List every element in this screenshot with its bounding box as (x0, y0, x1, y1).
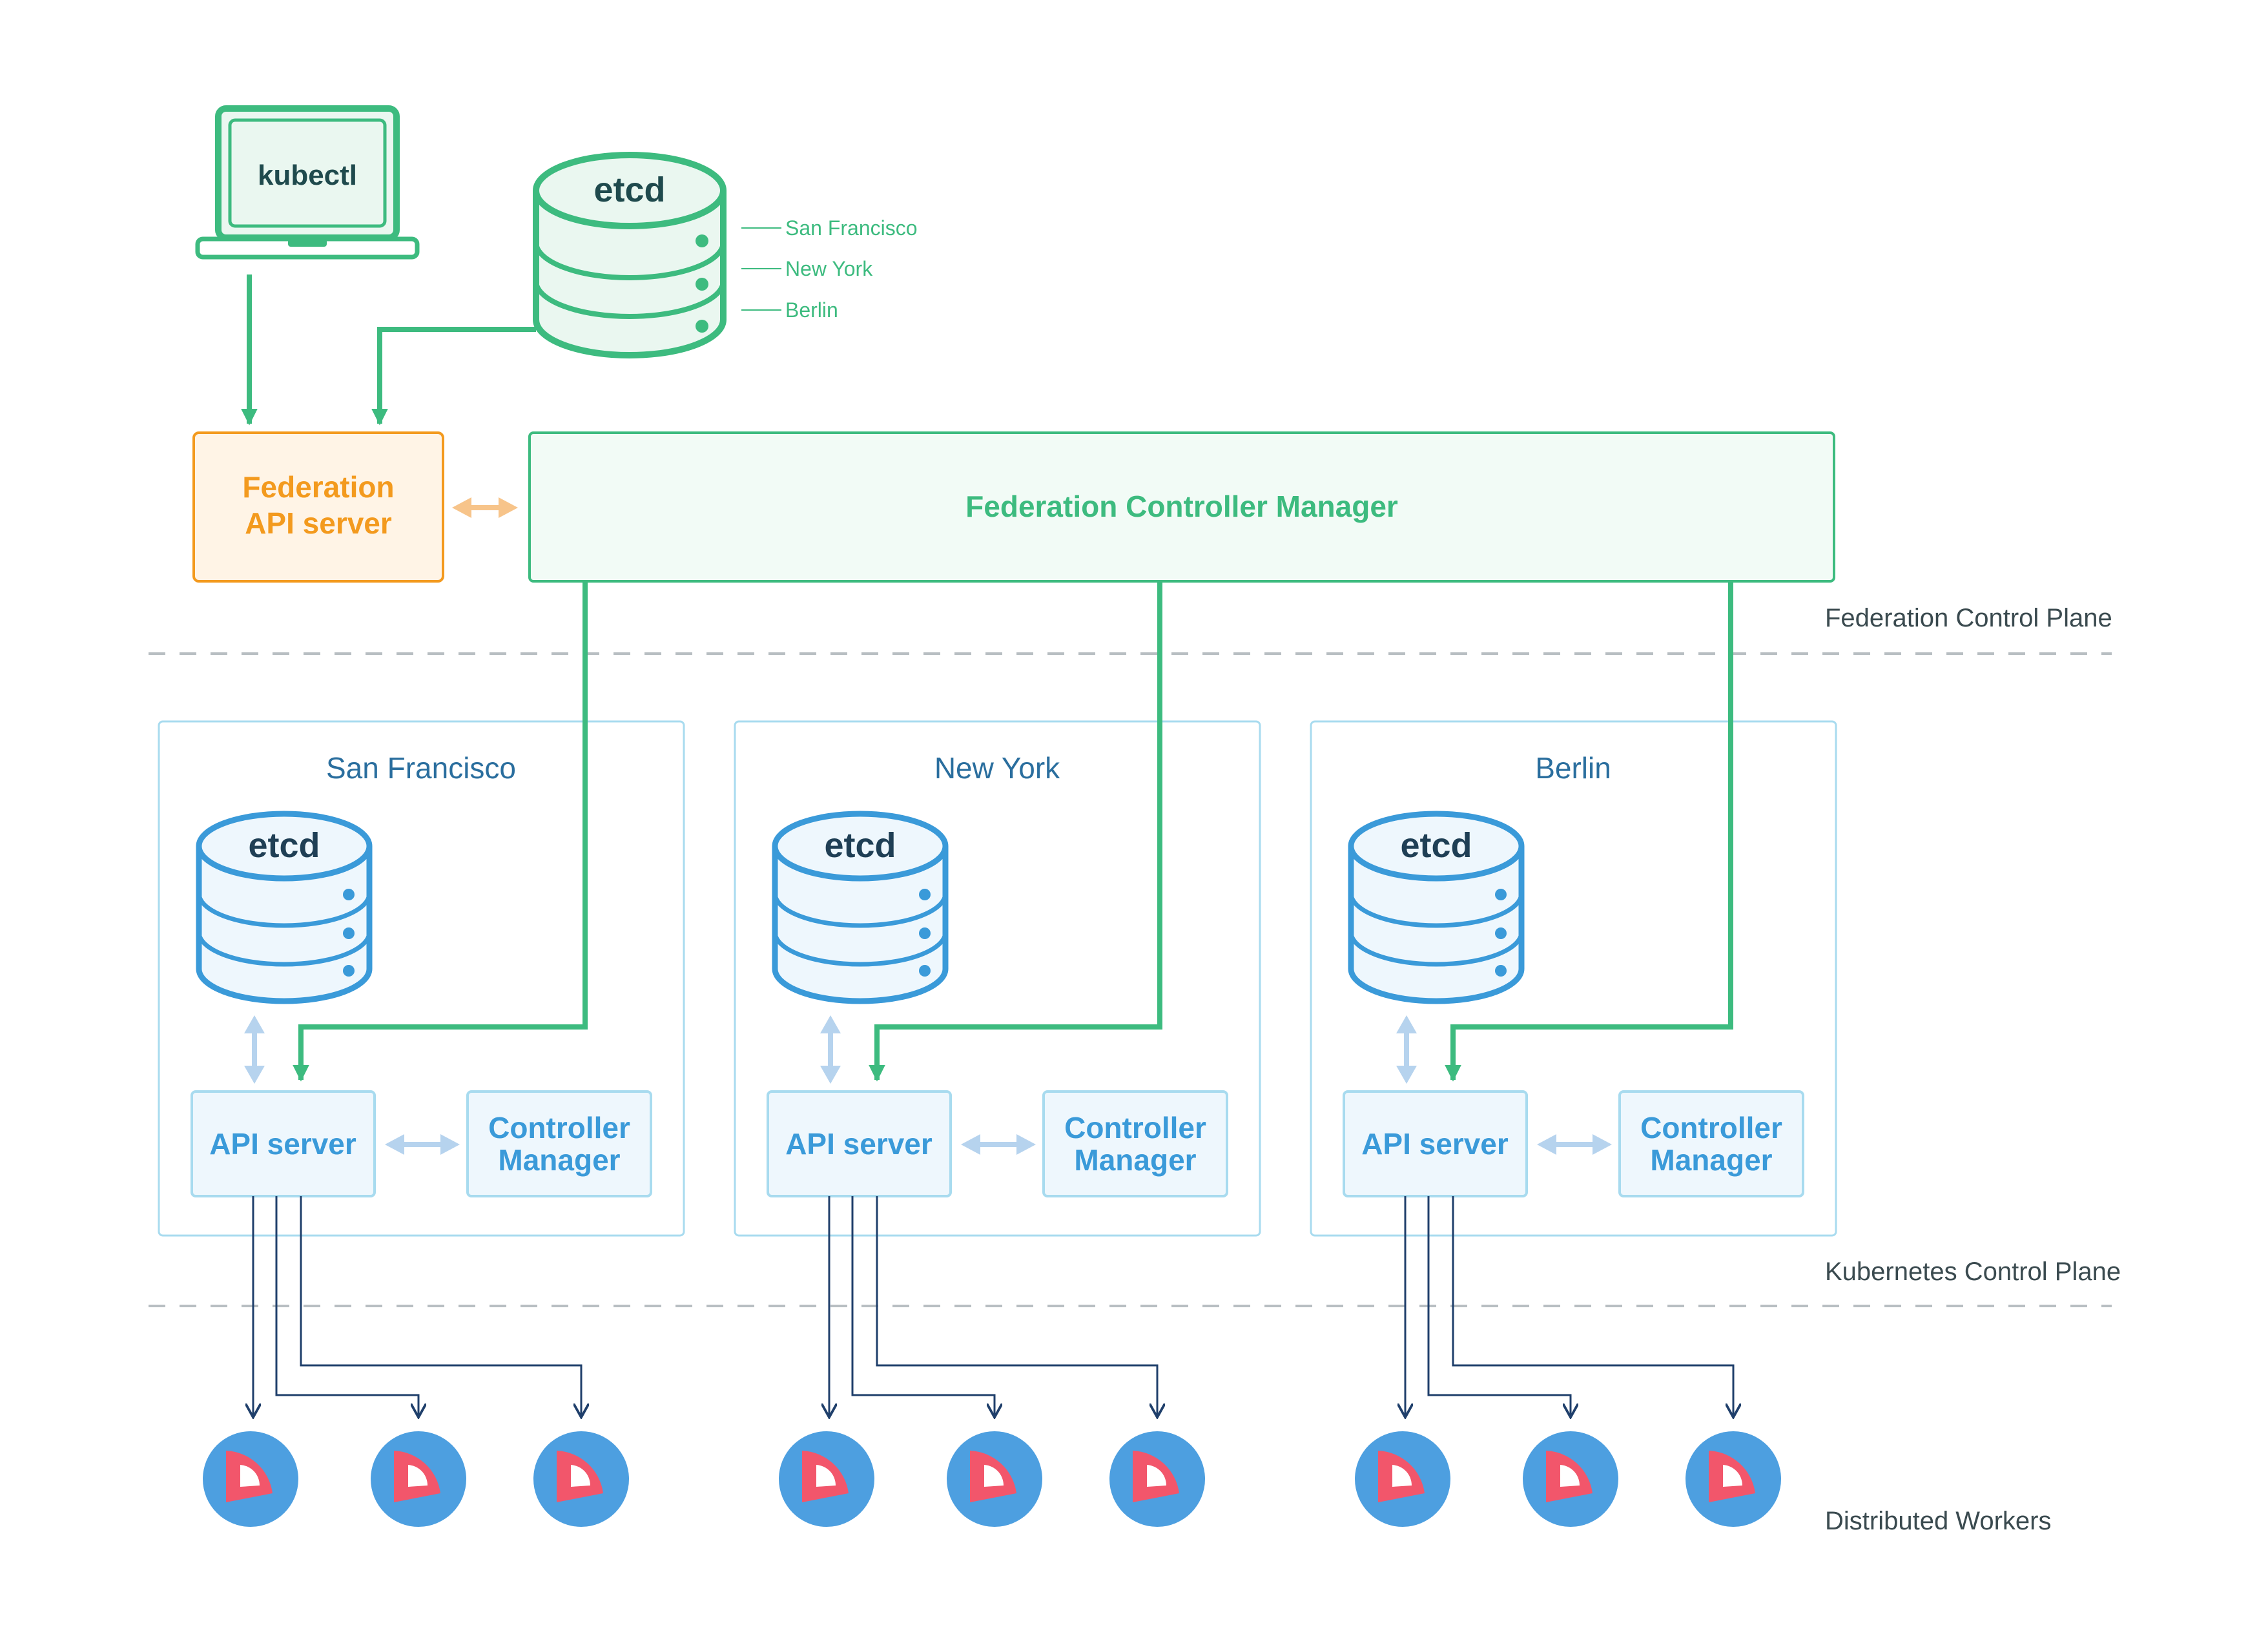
api-to-worker-connector (1452, 1196, 1733, 1416)
database-icon (1348, 811, 1525, 1004)
fcm-to-api-connector (293, 581, 588, 1082)
federation-api-server-line1: Federation (242, 470, 394, 504)
worker-node-icon (371, 1431, 466, 1527)
cluster-controller-manager-line2: Manager (498, 1143, 620, 1177)
kubectl-laptop: kubectl (195, 105, 420, 260)
cluster-etcd-label: etcd (248, 826, 320, 865)
cluster-api-server-box (191, 1090, 376, 1197)
cluster-api-server-box (1343, 1090, 1528, 1197)
federation-api-server: Federation API server (192, 431, 444, 583)
worker-node-icon (203, 1431, 298, 1527)
cluster-title: New York (934, 751, 1060, 785)
cluster-controller-manager-box (1618, 1090, 1804, 1197)
federation-controller-manager-label: Federation Controller Manager (965, 490, 1398, 523)
worker-node-icon (779, 1431, 874, 1527)
worker-node-icon (533, 1431, 629, 1527)
cluster-etcd-label: etcd (824, 826, 896, 865)
worker-node-icon (1523, 1431, 1618, 1527)
cluster-controller-manager-line2: Manager (1650, 1143, 1772, 1177)
etcd-location-list: San Francisco New York Berlin (741, 216, 918, 322)
kubectl-label: kubectl (258, 160, 357, 191)
cluster-title: Berlin (1535, 751, 1611, 785)
federation-control-plane-label: Federation Control Plane (1825, 604, 2112, 632)
worker-node-icon (1355, 1431, 1450, 1527)
cluster-api-server-label: API server (1361, 1127, 1509, 1161)
api-to-worker-connector (1427, 1196, 1571, 1416)
federation-input-connectors (241, 274, 536, 426)
api-to-worker-connector (876, 1196, 1157, 1416)
etcd-location-berlin: Berlin (785, 298, 838, 322)
cluster-controller-manager-box (466, 1090, 652, 1197)
api-to-worker-connector (851, 1196, 995, 1416)
cluster-api-server-box (767, 1090, 952, 1197)
laptop-icon (195, 105, 420, 260)
etcd-api-connector (820, 1015, 841, 1084)
database-icon (772, 811, 949, 1004)
cluster-api-server-label: API server (785, 1127, 933, 1161)
fcm-to-api-connector (869, 581, 1162, 1082)
federation-api-server-line2: API server (245, 506, 392, 540)
federation-api-fcm-connector (452, 497, 518, 518)
cluster-controller-manager-line2: Manager (1074, 1143, 1196, 1177)
fcm-to-api-connector (1445, 581, 1733, 1082)
api-to-worker-connector (300, 1196, 581, 1416)
api-cm-connector (961, 1134, 1036, 1155)
worker-node-icon (947, 1431, 1042, 1527)
database-icon (533, 152, 727, 358)
cluster-etcd-label: etcd (1400, 826, 1472, 865)
federation-etcd-label: etcd (593, 171, 665, 209)
etcd-api-connector (1396, 1015, 1417, 1084)
worker-node-icon (1686, 1431, 1781, 1527)
api-cm-connector (1537, 1134, 1612, 1155)
cluster-title: San Francisco (326, 751, 516, 785)
kubernetes-control-plane-label: Kubernetes Control Plane (1825, 1258, 2121, 1286)
federation-controller-manager: Federation Controller Manager (528, 431, 1835, 583)
api-cm-connector (385, 1134, 460, 1155)
api-to-worker-connector (275, 1196, 418, 1416)
cluster-controller-manager-line1: Controller (1064, 1111, 1206, 1144)
worker-node-icon (1109, 1431, 1205, 1527)
federation-etcd: etcd San Francisco New York Berlin (533, 152, 918, 358)
etcd-api-connector (244, 1015, 265, 1084)
cluster-controller-manager-line1: Controller (488, 1111, 630, 1144)
etcd-location-san-francisco: San Francisco (785, 216, 918, 240)
database-icon (196, 811, 373, 1004)
cluster-controller-manager-line1: Controller (1640, 1111, 1782, 1144)
etcd-location-new-york: New York (785, 257, 873, 280)
cluster-api-server-label: API server (209, 1127, 356, 1161)
distributed-workers-label: Distributed Workers (1825, 1507, 2051, 1535)
cluster-controller-manager-box (1042, 1090, 1228, 1197)
